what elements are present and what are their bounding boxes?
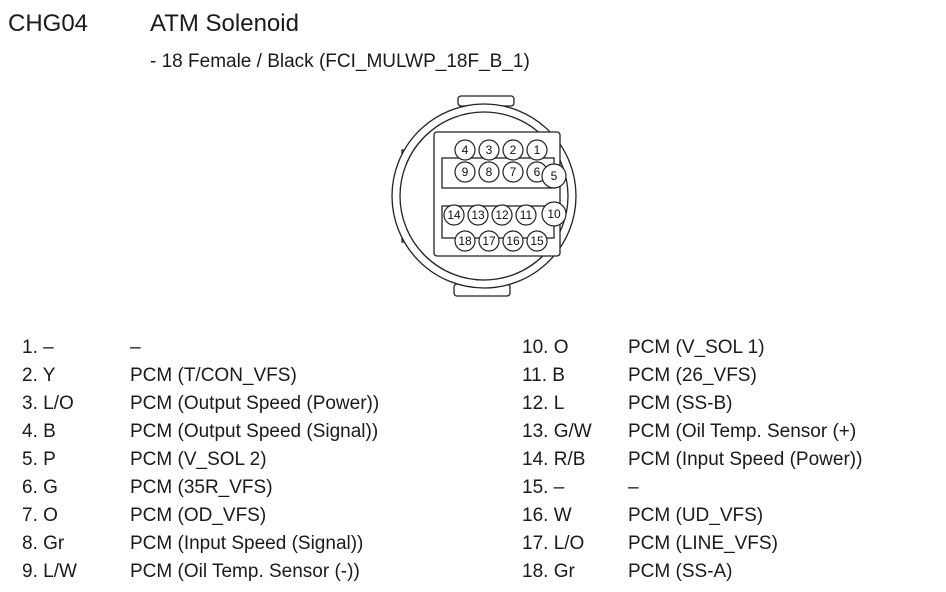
pin-row: 2. Y PCM (T/CON_VFS) — [22, 362, 430, 390]
pin-row: 15. – – — [522, 474, 946, 502]
pin-terminal-label: 11 — [520, 208, 533, 222]
pin-terminal — [502, 161, 524, 183]
pin-number: 16. W — [522, 505, 572, 526]
pin-terminal — [478, 230, 500, 252]
pin-list-left: 1. – – 2. Y PCM (T/CON_VFS) 3. L/O PCM (Outpu… — [22, 334, 430, 586]
pin-number: 1. – — [22, 337, 54, 358]
pin-terminal-label: 10 — [547, 207, 561, 221]
pin-terminal-label: 14 — [447, 208, 461, 222]
pin-number: 12. L — [522, 393, 565, 414]
connector-title: ATM Solenoid — [150, 10, 299, 37]
pin-function: – — [130, 337, 141, 358]
connector-subtitle: - 18 Female / Black (FCI_MULWP_18F_B_1) — [150, 51, 530, 72]
pin-row: 11. B PCM (26_VFS) — [522, 362, 946, 390]
pin-terminal — [541, 201, 567, 227]
pin-number: 17. L/O — [522, 533, 585, 554]
pin-row: 12. L PCM (SS-B) — [522, 390, 946, 418]
pin-row: 6. G PCM (35R_VFS) — [22, 474, 430, 502]
connector-diagram: 4 3 2 1 9 8 7 6 14 13 12 11 18 17 16 15 5 10 — [380, 88, 580, 308]
pin-row: 9. L/W PCM (Oil Temp. Sensor (-)) — [22, 558, 430, 586]
pin-number: 15. – — [522, 477, 565, 498]
pin-function: PCM (Output Speed (Power)) — [130, 393, 380, 414]
pin-function: PCM (Oil Temp. Sensor (-)) — [130, 561, 360, 582]
pin-terminal — [478, 139, 500, 161]
pin-row: 1. – – — [22, 334, 430, 362]
pin-number: 18. Gr — [522, 561, 575, 582]
pin-terminal — [454, 161, 476, 183]
pin-number: 9. L/W — [22, 561, 77, 582]
pin-function: PCM (Input Speed (Signal)) — [130, 533, 364, 554]
pin-row: 5. P PCM (V_SOL 2) — [22, 446, 430, 474]
pin-row: 10. O PCM (V_SOL 1) — [522, 334, 946, 362]
pin-function: PCM (Input Speed (Power)) — [628, 449, 863, 470]
pin-terminal-label: 18 — [458, 234, 472, 248]
pin-terminal-label: 7 — [510, 165, 517, 179]
pin-function: PCM (SS-A) — [628, 561, 733, 582]
pin-terminal-label: 9 — [462, 165, 469, 179]
pin-function: PCM (Oil Temp. Sensor (+) — [628, 421, 857, 442]
pin-terminal — [502, 230, 524, 252]
pin-terminal-label: 13 — [471, 208, 485, 222]
pin-terminal-label: 12 — [495, 208, 509, 222]
pin-terminal — [467, 204, 489, 226]
pin-function: PCM (V_SOL 1) — [628, 337, 765, 358]
connector-code: CHG04 — [8, 10, 89, 37]
pin-function: PCM (26_VFS) — [628, 365, 757, 386]
pin-terminal-label: 4 — [462, 143, 469, 157]
pin-list-right: 10. O PCM (V_SOL 1) 11. B PCM (26_VFS) 12. L… — [522, 334, 946, 586]
pin-number: 13. G/W — [522, 421, 592, 442]
pin-number: 3. L/O — [22, 393, 74, 414]
pin-row: 4. B PCM (Output Speed (Signal)) — [22, 418, 430, 446]
pin-row: 14. R/B PCM (Input Speed (Power)) — [522, 446, 946, 474]
pin-number: 6. G — [22, 477, 58, 498]
pin-terminal-label: 3 — [486, 143, 493, 157]
connector-face-svg: 4 3 2 1 9 8 7 6 14 13 12 11 18 17 16 15 5 10 — [391, 95, 577, 297]
pin-function: PCM (SS-B) — [628, 393, 733, 414]
pin-terminal-label: 5 — [551, 169, 558, 183]
pin-terminal — [443, 204, 465, 226]
pin-terminal — [502, 139, 524, 161]
pin-terminal — [526, 230, 548, 252]
pin-function: PCM (Output Speed (Signal)) — [130, 421, 379, 442]
pin-terminal — [454, 230, 476, 252]
pin-function: PCM (V_SOL 2) — [130, 449, 267, 470]
pin-number: 5. P — [22, 449, 56, 470]
pin-function: PCM (OD_VFS) — [130, 505, 267, 526]
pin-terminal — [526, 139, 548, 161]
pin-function: PCM (35R_VFS) — [130, 477, 273, 498]
pin-row: 13. G/W PCM (Oil Temp. Sensor (+) — [522, 418, 946, 446]
pin-number: 8. Gr — [22, 533, 65, 554]
pin-terminal-label: 16 — [506, 234, 520, 248]
pin-number: 10. O — [522, 337, 569, 358]
pin-row: 18. Gr PCM (SS-A) — [522, 558, 946, 586]
pin-function: PCM (LINE_VFS) — [628, 533, 778, 554]
pin-terminal — [478, 161, 500, 183]
pin-row: 8. Gr PCM (Input Speed (Signal)) — [22, 530, 430, 558]
pin-terminal-label: 2 — [510, 143, 517, 157]
pin-row: 3. L/O PCM (Output Speed (Power)) — [22, 390, 430, 418]
pin-number: 11. B — [522, 365, 565, 386]
pin-terminal-label: 1 — [534, 143, 541, 157]
pin-function: PCM (T/CON_VFS) — [130, 365, 297, 386]
pin-row: 17. L/O PCM (LINE_VFS) — [522, 530, 946, 558]
pin-terminal-label: 15 — [530, 234, 544, 248]
pin-number: 14. R/B — [522, 449, 586, 470]
pin-terminal — [515, 204, 537, 226]
pin-function: – — [628, 477, 639, 498]
pin-number: 7. O — [22, 505, 58, 526]
pin-number: 2. Y — [22, 365, 56, 386]
pin-row: 16. W PCM (UD_VFS) — [522, 502, 946, 530]
pin-terminal — [491, 204, 513, 226]
pin-terminal-label: 6 — [534, 165, 541, 179]
pin-function: PCM (UD_VFS) — [628, 505, 764, 526]
pin-terminal — [541, 163, 567, 189]
pin-terminal-label: 8 — [486, 165, 493, 179]
pin-number: 4. B — [22, 421, 56, 442]
pin-terminal — [454, 139, 476, 161]
pin-row: 7. O PCM (OD_VFS) — [22, 502, 430, 530]
pin-terminal-label: 17 — [482, 234, 496, 248]
